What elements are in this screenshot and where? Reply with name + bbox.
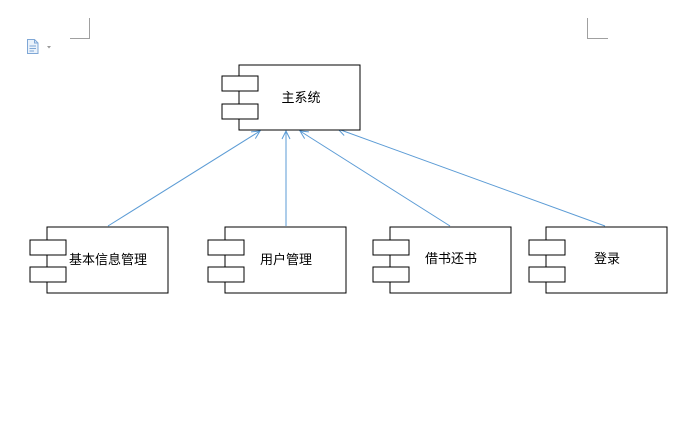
dropdown-arrow-icon xyxy=(47,46,51,49)
component-port-bottom xyxy=(528,266,566,283)
component-label-login: 登录 xyxy=(594,252,620,267)
component-port-bottom xyxy=(221,103,259,120)
dependency-edges xyxy=(107,129,606,227)
document-icon xyxy=(27,39,39,54)
component-port-bottom xyxy=(372,266,410,283)
component-basic-info[interactable]: 基本信息管理 xyxy=(29,226,169,294)
component-port-top xyxy=(207,239,245,256)
component-port-bottom xyxy=(29,266,67,283)
component-label-basic-info: 基本信息管理 xyxy=(69,252,147,268)
edge-login-to-main xyxy=(338,129,606,227)
component-label-main: 主系统 xyxy=(281,91,320,106)
component-login[interactable]: 登录 xyxy=(528,226,668,294)
edge-basic-info-to-main xyxy=(107,131,260,227)
component-main-system[interactable]: 主系统 xyxy=(221,64,361,131)
component-port-top xyxy=(372,239,410,256)
edge-borrow-return-to-main xyxy=(300,131,451,227)
component-user-management[interactable]: 用户管理 xyxy=(207,226,347,294)
component-label-borrow-return: 借书还书 xyxy=(425,252,477,267)
component-port-top xyxy=(29,239,67,256)
component-port-top xyxy=(221,75,259,92)
component-port-top xyxy=(528,239,566,256)
crop-mark-top-left xyxy=(70,18,90,39)
component-borrow-return[interactable]: 借书还书 xyxy=(372,226,512,294)
crop-mark-top-right xyxy=(587,18,608,39)
document-icon-button[interactable] xyxy=(26,38,56,56)
component-port-bottom xyxy=(207,266,245,283)
component-label-user-management: 用户管理 xyxy=(260,252,312,268)
